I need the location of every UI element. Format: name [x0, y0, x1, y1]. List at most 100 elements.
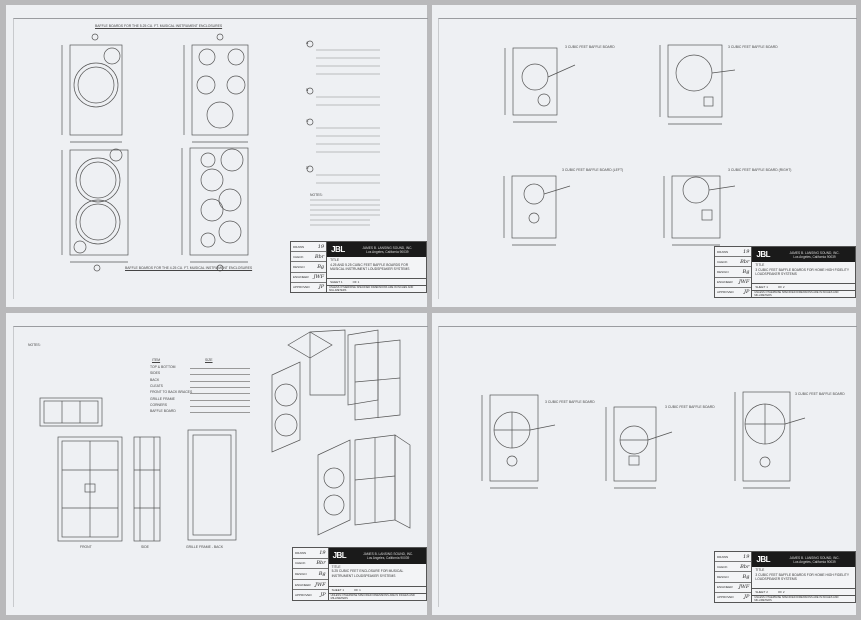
title-block-footer: UNLESS OTHERWISE SPECIFIED DIMENSIONS AR… [754, 596, 839, 602]
parts-list-size-line [190, 371, 250, 376]
sheet-1-footer-heading: Baffle boards for the 4.25 cu. ft. music… [125, 266, 253, 270]
title-block-footer: UNLESS OTHERWISE SPECIFIED DIMENSIONS AR… [754, 291, 839, 297]
signature-approved: JP [318, 284, 325, 291]
parts-list-size-line [190, 378, 250, 382]
baffle-drawing-b [183, 44, 249, 143]
title-block-footer: UNLESS OTHERWISE SPECIFIED DIMENSIONS AR… [329, 286, 414, 292]
title-label: TITLE [755, 263, 765, 267]
sheet-of: OF 2 [777, 285, 785, 289]
enclosure-side-view [133, 436, 161, 542]
row-label: DESIGN [717, 575, 729, 579]
enclosure-top-view [39, 397, 103, 427]
jbl-logo: JBL [331, 245, 345, 254]
sheet-label: SHEET 2 [755, 590, 768, 594]
sheet-of: OF 2 [777, 590, 785, 594]
company-name: JAMES B. LANSING SOUND, INC. [789, 555, 840, 560]
signature-drawn: 19 [743, 553, 750, 560]
sheet-total: 2 [782, 590, 785, 594]
baffle-board-panel-3 [503, 175, 571, 246]
view-label-side: SIDE [141, 545, 149, 549]
signature-drawn: 19 [743, 248, 750, 255]
company-name: JAMES B. LANSING SOUND, INC. [789, 250, 840, 255]
sheet-of: OF 1 [352, 280, 360, 284]
row-label: DESIGN [717, 270, 729, 274]
marker-b: B [306, 88, 309, 92]
signature-approved: JP [744, 594, 750, 601]
baffle-board-panel-2 [659, 44, 736, 125]
row-label: CHECK [293, 254, 304, 259]
parts-header-size: SIZE [205, 358, 213, 362]
marker-d: D [306, 166, 309, 170]
signature-design: Bg [317, 264, 325, 270]
sheet-border [438, 326, 857, 607]
signature-check: Bbr [740, 563, 750, 570]
company-name: JAMES B. LANSING SOUND, INC. [362, 245, 413, 250]
signature-design: Bg [742, 269, 750, 275]
signature-design: Bg [318, 570, 326, 577]
parts-list-item: Top & bottom [150, 365, 176, 369]
drawing-title: 3 cubic feet baffle boards for home high… [755, 267, 850, 277]
sheet-number: 1 [342, 587, 345, 592]
sheet-label: SHEET 1 [330, 280, 343, 284]
sheet-number: 1 [766, 285, 768, 289]
title-block-header: JBL JAMES B. LANSING SOUND, INC.Los Ange… [328, 548, 426, 564]
row-label: ENGINEER [295, 582, 311, 587]
parts-list-item: Cleats [150, 383, 163, 388]
row-label: DRAWN [293, 244, 305, 249]
exploded-isometric-view [271, 329, 411, 536]
parts-list-size-line [190, 365, 250, 369]
row-label: ENGINEER [717, 280, 733, 285]
title-block-row-design: DESIGN Bg [291, 262, 327, 273]
row-label: DRAWN [717, 249, 729, 254]
parts-list-item: Corners [150, 402, 167, 407]
signature-engineer: JWF [313, 274, 325, 281]
panel-label: 3 cubic feet baffle board [795, 392, 845, 396]
signature-check: Bbr [316, 560, 326, 567]
baffle-drawing-a [61, 44, 123, 143]
title-block-header: JBL JAMES B. LANSING SOUND, INC.Los Ange… [752, 247, 855, 262]
baffle-board-panel-7 [734, 391, 806, 489]
title-block-row-engineer: ENGINEER JWF [715, 278, 752, 288]
panel-label: 3 cubic feet baffle board [728, 45, 778, 49]
panel-label: 3 cubic feet baffle board [665, 405, 715, 409]
row-label: DESIGN [293, 265, 305, 269]
title-block-row-approved: APPROVED JP [715, 288, 751, 297]
baffle-board-panel-4 [663, 175, 736, 246]
grille-frame-back-view [187, 429, 237, 541]
baffle-spec-lines [310, 49, 380, 226]
company-address: Los Angeles, California 90039 [793, 254, 836, 259]
sheet-border [13, 18, 428, 299]
sheet-total: 1 [357, 280, 360, 284]
baffle-board-panel-1 [504, 47, 576, 123]
drawing-title: 5.25 cubic feet enclosure for musical in… [331, 569, 404, 578]
row-label: APPROVED [295, 593, 312, 598]
signature-approved: JP [744, 289, 750, 296]
title-block-row-drawn: DRAWN 19 [715, 247, 752, 258]
parts-list-item: Grille frame [150, 396, 175, 401]
signature-engineer: JWF [738, 584, 750, 591]
parts-list-item: Sides [150, 371, 161, 376]
parts-list-size-line [190, 384, 250, 388]
title-block-row-engineer: ENGINEER JWF [715, 583, 752, 593]
row-label: APPROVED [717, 290, 734, 295]
signature-engineer: JWF [738, 279, 750, 286]
signature-design: Bg [742, 574, 750, 580]
company-address: Los Angeles, California 90039 [366, 555, 410, 560]
jbl-logo: JBL [756, 250, 771, 259]
title-label: TITLE [330, 258, 340, 262]
row-label: ENGINEER [717, 585, 733, 590]
sheet-label: SHEET 1 [331, 587, 345, 592]
drawing-title: 3 cubic feet baffle boards for home high… [755, 572, 850, 582]
title-block-header: JBL JAMES B. LANSING SOUND, INC.Los Ange… [327, 242, 426, 257]
baffle-board-panel-6 [605, 406, 673, 489]
